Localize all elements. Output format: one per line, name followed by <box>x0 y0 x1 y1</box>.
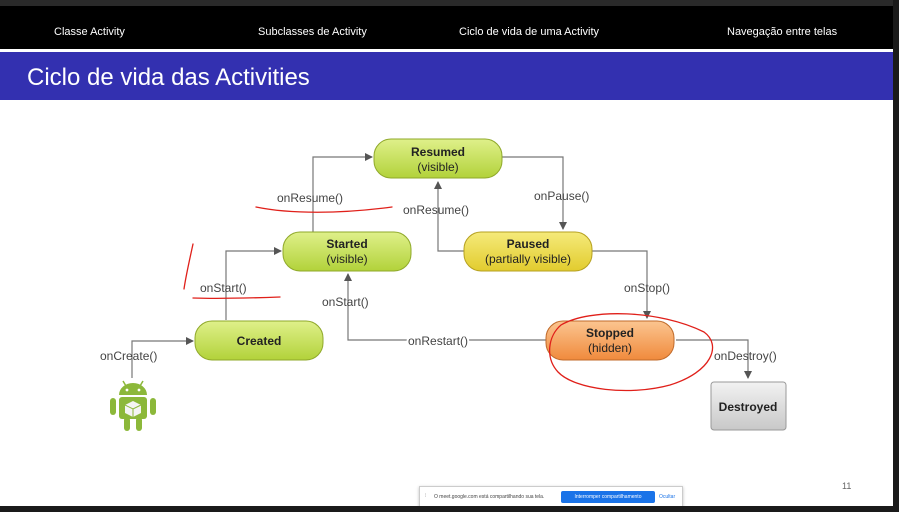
edge-onresume-left <box>312 153 373 232</box>
destroyed-label: Destroyed <box>719 400 778 414</box>
edge-onpause <box>502 156 567 230</box>
edge-oncreate <box>131 337 194 378</box>
state-stopped: Stopped (hidden) <box>545 320 675 361</box>
resumed-sublabel: (visible) <box>417 160 458 174</box>
state-resumed: Resumed (visible) <box>373 138 503 179</box>
state-destroyed: Destroyed <box>710 381 787 431</box>
label-onstart-mid: onStart() <box>322 295 369 309</box>
state-created: Created <box>194 320 324 361</box>
share-message: O meet.google.com está compartilhando su… <box>434 494 545 500</box>
state-paused: Paused (partially visible) <box>463 231 593 272</box>
paused-label: Paused <box>507 237 550 251</box>
label-ondestroy: onDestroy() <box>714 349 777 363</box>
slide-title: Ciclo de vida das Activities <box>27 64 310 91</box>
android-icon <box>110 380 156 431</box>
label-onstop: onStop() <box>624 281 670 295</box>
edge-onstart-left <box>225 247 282 320</box>
edge-onstop <box>591 250 651 319</box>
slide-nav-bar: Classe Activity Subclasses de Activity C… <box>0 6 893 49</box>
label-onstart-left: onStart() <box>200 281 247 295</box>
drag-handle-icon[interactable]: ⁞ <box>425 493 427 499</box>
bottom-edge <box>0 506 899 512</box>
edge-onrestart <box>344 273 546 341</box>
stop-sharing-button[interactable]: Interromper compartilhamento <box>561 491 655 503</box>
started-label: Started <box>326 237 367 251</box>
label-oncreate: onCreate() <box>100 349 157 363</box>
label-onpause: onPause() <box>534 189 589 203</box>
label-onrestart: onRestart() <box>408 334 468 348</box>
label-onresume-left: onResume() <box>277 191 343 205</box>
nav-ciclo-de-vida[interactable]: Ciclo de vida de uma Activity <box>459 26 600 38</box>
nav-classe-activity[interactable]: Classe Activity <box>54 26 125 38</box>
hide-button[interactable]: Ocultar <box>659 494 676 500</box>
stopped-label: Stopped <box>586 326 634 340</box>
edge-ondestroy <box>676 339 752 379</box>
edge-onresume-mid <box>434 181 465 252</box>
right-edge <box>893 0 899 512</box>
stopped-sublabel: (hidden) <box>588 341 632 355</box>
created-label: Created <box>237 334 282 348</box>
state-started: Started (visible) <box>282 231 412 272</box>
started-sublabel: (visible) <box>326 252 367 266</box>
top-edge <box>0 0 899 6</box>
label-onresume-mid: onResume() <box>403 203 469 217</box>
paused-sublabel: (partially visible) <box>485 252 571 266</box>
screen-share-bar: ⁞ O meet.google.com está compartilhando … <box>419 486 683 508</box>
page-number: 11 <box>842 481 852 491</box>
red-annotations <box>183 206 714 392</box>
slide-title-bar: Ciclo de vida das Activities <box>0 52 893 100</box>
nav-navegacao-telas[interactable]: Navegação entre telas <box>727 26 838 38</box>
resumed-label: Resumed <box>411 145 465 159</box>
nav-subclasses-activity[interactable]: Subclasses de Activity <box>258 26 367 38</box>
